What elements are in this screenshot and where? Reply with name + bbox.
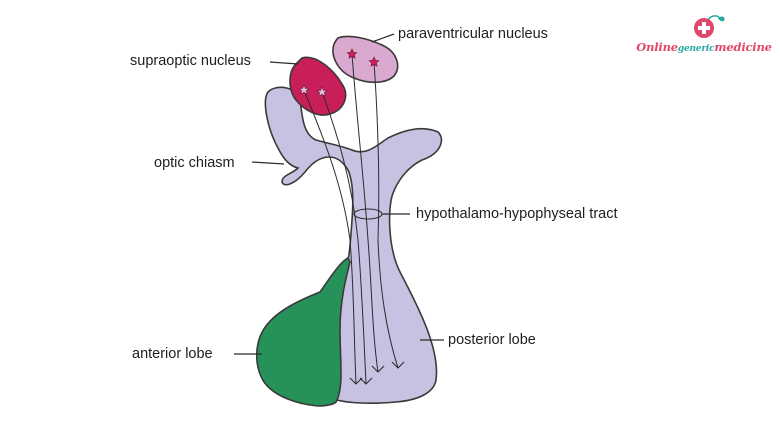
leader-lines <box>234 33 444 355</box>
logo-word-online: Online <box>636 40 678 54</box>
label-optic-chiasm: optic chiasm <box>154 155 235 171</box>
fiber-endings <box>349 361 405 385</box>
fiber-1 <box>303 89 357 385</box>
label-anterior-lobe: anterior lobe <box>132 346 213 362</box>
leader-supraoptic <box>269 61 299 65</box>
logo-cross-icon <box>694 15 725 38</box>
label-posterior-lobe: posterior lobe <box>448 332 536 348</box>
brand-logo[interactable]: Onlinegenericmedicine <box>636 14 772 60</box>
paraventricular-nucleus-shape <box>332 35 399 84</box>
supraoptic-nucleus-shape <box>289 56 347 116</box>
label-paraventricular-nucleus: paraventricular nucleus <box>398 26 548 42</box>
logo-word-medicine: medicine <box>714 40 772 54</box>
fiber-2 <box>321 91 367 385</box>
pituitary-stalk-and-posterior-lobe <box>264 86 443 404</box>
fiber-4 <box>373 61 399 369</box>
logo-wordmark: Onlinegenericmedicine <box>636 40 772 54</box>
label-supraoptic-nucleus: supraoptic nucleus <box>130 53 251 69</box>
logo-word-generic: generic <box>677 44 715 54</box>
label-hypothalamo-hypophyseal-tract: hypothalamo-hypophyseal tract <box>416 206 618 222</box>
nerve-fibers <box>303 53 399 385</box>
anterior-lobe-shape <box>255 256 351 407</box>
leader-paraventricular <box>371 33 395 43</box>
leader-optic-chiasm <box>251 161 285 165</box>
fiber-3 <box>351 53 379 373</box>
